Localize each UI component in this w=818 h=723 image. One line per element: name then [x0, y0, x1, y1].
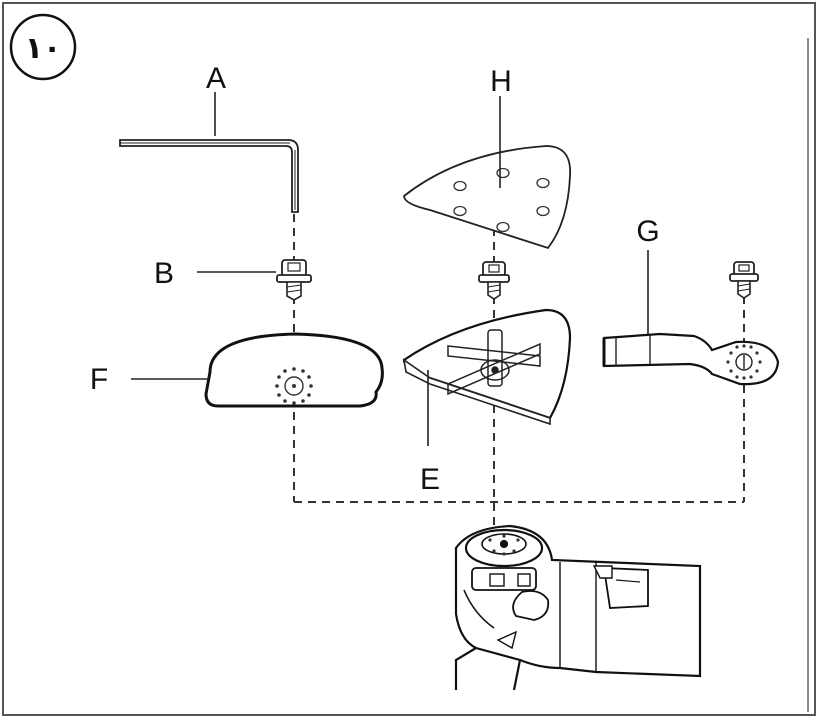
sanding-pad-e — [402, 308, 572, 446]
tool-holes — [488, 534, 520, 556]
label-f: F — [90, 363, 108, 396]
label-e: E — [420, 463, 440, 496]
blade-holes — [726, 344, 762, 380]
label-b: B — [154, 257, 174, 290]
hex-key-a — [119, 92, 299, 213]
plunge-blade-g — [602, 250, 780, 386]
label-g: G — [636, 215, 659, 248]
screw-right — [729, 261, 759, 299]
label-h: H — [490, 65, 512, 98]
label-a: A — [206, 62, 226, 95]
figure-number-badge: ١٠ — [9, 13, 77, 81]
figure-number: ١٠ — [25, 31, 62, 66]
pad-f — [131, 332, 384, 408]
oscillating-tool-body — [454, 524, 702, 691]
sanding-sheet-h — [403, 96, 571, 250]
pad-f-holes — [275, 367, 313, 405]
screw-b — [197, 259, 312, 301]
pad-e-cross — [447, 329, 541, 396]
screw-middle — [478, 261, 510, 300]
